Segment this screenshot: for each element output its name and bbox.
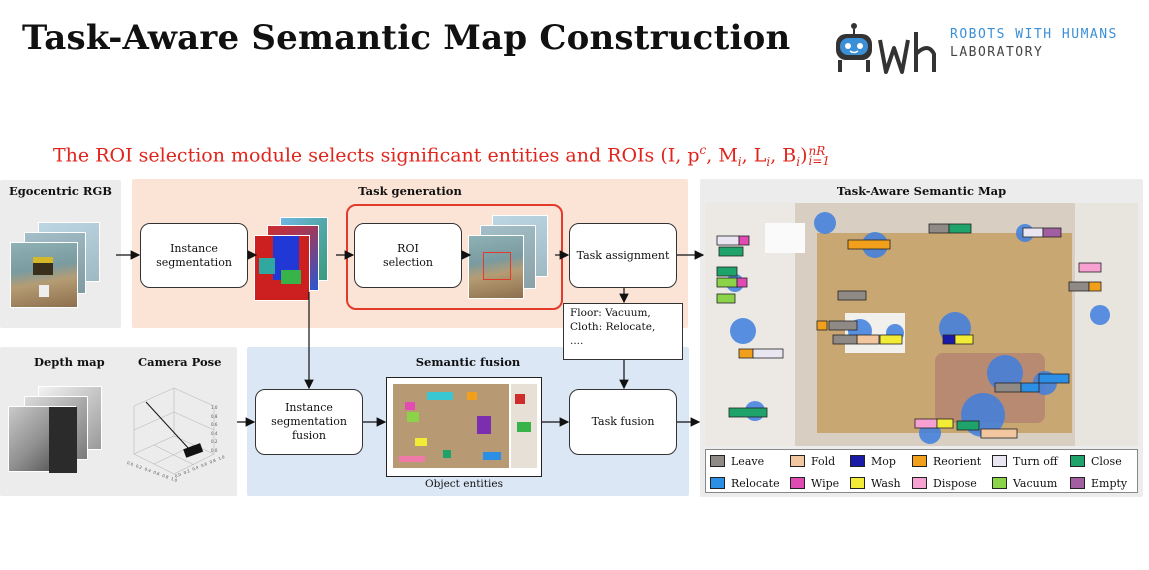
legend-swatch xyxy=(1070,477,1085,489)
subtitle-sup-c: c xyxy=(699,143,707,157)
subtitle-sub-range: i=1 xyxy=(808,154,831,169)
z-tick: 0.0 xyxy=(211,447,218,453)
z-tick: 0.2 xyxy=(211,439,218,445)
legend-label: Wash xyxy=(871,476,901,490)
task-generation-label: Task generation xyxy=(358,184,462,198)
task-fusion-label: Task fusion xyxy=(591,415,655,428)
legend-swatch xyxy=(850,477,865,489)
z-tick: 0.4 xyxy=(211,430,218,436)
semantic-map-label: Task-Aware Semantic Map xyxy=(836,184,1007,198)
legend-item: Turn off xyxy=(992,452,1070,470)
depth-images xyxy=(8,386,108,486)
roi-line1: ROI xyxy=(397,241,419,255)
subtitle-sub-i1: i xyxy=(737,155,742,170)
task-fusion-node: Task fusion xyxy=(569,389,677,455)
legend-item: Leave xyxy=(710,452,790,470)
legend-swatch xyxy=(912,455,927,467)
isf-line2: segmentation xyxy=(271,415,347,428)
rgb-frame-front xyxy=(10,242,78,308)
legend-label: Fold xyxy=(811,454,836,468)
legend-label: Close xyxy=(1091,454,1122,468)
egocentric-label: Egocentric RGB xyxy=(8,184,112,198)
legend-swatch xyxy=(992,455,1007,467)
instance-seg-line2: segmentation xyxy=(156,255,232,269)
legend: Leave Fold Mop Reorient Turn off Close R… xyxy=(705,449,1138,493)
subtitle-text2: , M xyxy=(706,144,738,167)
legend-swatch xyxy=(1070,455,1085,467)
legend-swatch xyxy=(912,477,927,489)
legend-swatch xyxy=(850,455,865,467)
object-entities-map xyxy=(386,377,542,477)
legend-item: Relocate xyxy=(710,474,790,492)
pose-z-ticks: 1.0 0.8 0.6 0.4 0.2 0.0 xyxy=(211,404,217,456)
lab-logo xyxy=(830,18,1140,76)
subtitle-text3: , L xyxy=(741,144,767,167)
z-tick: 1.0 xyxy=(211,405,218,410)
legend-label: Vacuum xyxy=(1013,476,1058,490)
semantic-map-markers xyxy=(716,212,1110,444)
rgb-frames xyxy=(8,222,108,322)
legend-swatch xyxy=(790,477,805,489)
isf-line1: Instance xyxy=(285,401,333,414)
z-tick: 0.6 xyxy=(211,422,218,428)
robot-logo-icon xyxy=(836,23,936,74)
legend-swatch xyxy=(710,477,725,489)
instance-seg-line1: Instance xyxy=(170,241,218,255)
note-line2: Cloth: Relocate, xyxy=(570,321,656,333)
object-entities-caption: Object entities xyxy=(425,478,503,490)
legend-item: Mop xyxy=(850,452,912,470)
semantic-map-image xyxy=(705,203,1138,446)
roi-images xyxy=(468,213,552,303)
z-tick: 0.8 xyxy=(211,413,218,419)
isf-line3: fusion xyxy=(291,429,326,442)
lab-name-line1: ROBOTS WITH HUMANS xyxy=(950,27,1118,42)
note-line1: Floor: Vacuum, xyxy=(570,307,651,319)
task-assignment-label: Task assignment xyxy=(576,248,670,262)
legend-item: Reorient xyxy=(912,452,992,470)
legend-label: Leave xyxy=(731,454,765,468)
legend-label: Turn off xyxy=(1013,454,1058,468)
semantic-fusion-label: Semantic fusion xyxy=(415,355,521,369)
legend-item: Dispose xyxy=(912,474,992,492)
assignment-note: Floor: Vacuum, Cloth: Relocate, .... xyxy=(563,303,683,360)
subtitle-sub-i2: i xyxy=(766,155,771,170)
subtitle-text4: , B xyxy=(770,144,797,167)
legend-label: Dispose xyxy=(933,476,977,490)
note-line3: .... xyxy=(570,335,584,347)
legend-item: Wipe xyxy=(790,474,850,492)
legend-label: Relocate xyxy=(731,476,780,490)
legend-label: Mop xyxy=(871,454,896,468)
subtitle-sub-i3: i xyxy=(796,155,801,170)
subtitle: The ROI selection module selects signifi… xyxy=(53,143,830,169)
legend-swatch xyxy=(992,477,1007,489)
legend-item: Wash xyxy=(850,474,912,492)
page-title: Task-Aware Semantic Map Construction xyxy=(22,18,791,58)
legend-item: Vacuum xyxy=(992,474,1070,492)
legend-item: Fold xyxy=(790,452,850,470)
camera-pose-plot xyxy=(133,387,215,475)
legend-label: Empty xyxy=(1091,476,1128,490)
legend-label: Reorient xyxy=(933,454,982,468)
legend-swatch xyxy=(710,455,725,467)
depth-map-label: Depth map xyxy=(34,355,105,369)
camera-pose-label: Camera Pose xyxy=(138,355,222,369)
segmentation-images xyxy=(254,213,334,303)
legend-label: Wipe xyxy=(811,476,840,490)
task-assignment-node: Task assignment xyxy=(569,223,677,288)
legend-swatch xyxy=(790,455,805,467)
lab-name: ROBOTS WITH HUMANS LABORATORY xyxy=(950,26,1118,62)
subtitle-text5: ) xyxy=(800,144,808,167)
legend-item: Close xyxy=(1070,452,1140,470)
subtitle-sup-nr: nR xyxy=(808,144,826,159)
roi-line2: selection xyxy=(383,255,433,269)
lab-name-line2: LABORATORY xyxy=(950,45,1044,60)
legend-item: Empty xyxy=(1070,474,1140,492)
subtitle-text: The ROI selection module selects signifi… xyxy=(53,144,700,167)
